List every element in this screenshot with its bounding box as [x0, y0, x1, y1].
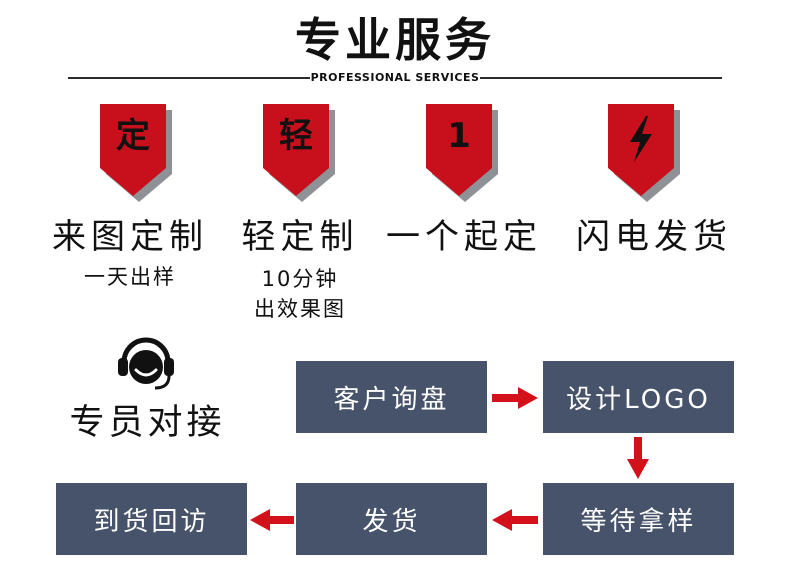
badge-light: 轻 [263, 104, 335, 202]
arrow-down-icon [627, 437, 649, 479]
lightning-icon [630, 116, 652, 162]
feature-sub-light-2: 出效果图 [254, 297, 346, 321]
headset-icon [115, 332, 177, 394]
flow-step-await-sample: 等待拿样 [543, 483, 734, 555]
feature-title-one: 一个起定 [386, 217, 542, 257]
badge-light-glyph: 轻 [279, 116, 313, 156]
header-rule-right [474, 77, 722, 79]
feature-sub-light-1: 10分钟 [261, 267, 339, 291]
flow-step-followup: 到货回访 [56, 483, 247, 555]
header-rule-left [68, 77, 316, 79]
badge-one: 1 [426, 104, 498, 202]
arrow-left-icon [250, 509, 294, 531]
badge-one-glyph: 1 [447, 116, 471, 156]
support-label: 专员对接 [69, 403, 226, 443]
flow-step-ship: 发货 [296, 483, 487, 555]
arrow-right-icon [492, 387, 538, 409]
badge-custom-glyph: 定 [116, 116, 150, 156]
badge-custom: 定 [100, 104, 172, 202]
flow-step-design-logo: 设计LOGO [543, 361, 734, 433]
feature-sub-custom-1: 一天出样 [84, 265, 176, 289]
feature-title-custom: 来图定制 [52, 217, 208, 257]
badge-flash [608, 104, 680, 202]
arrow-left-icon [492, 509, 538, 531]
feature-title-light: 轻定制 [241, 217, 359, 257]
flow-step-inquiry: 客户询盘 [296, 361, 487, 433]
feature-title-flash: 闪电发货 [576, 217, 732, 257]
page-title: 专业服务 [295, 13, 495, 67]
page-subtitle: PROFESSIONAL SERVICES [310, 70, 480, 86]
